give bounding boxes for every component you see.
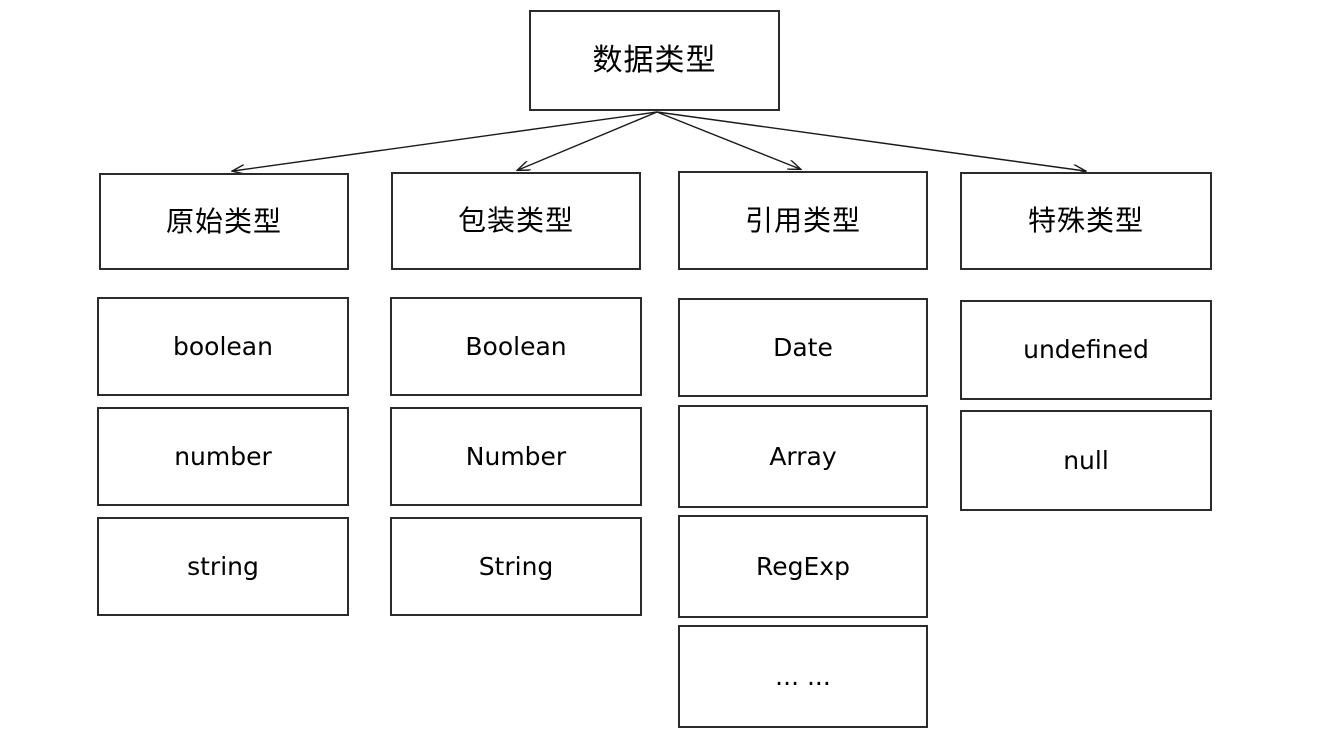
node-category-reference-label: 引用类型 — [744, 203, 861, 237]
node-category-wrapper[interactable]: 包装类型 — [391, 172, 641, 270]
node-leaf-ellipsis-label: ... ... — [775, 661, 831, 691]
node-leaf-date[interactable]: Date — [678, 298, 928, 397]
node-leaf-boolean-wrapper-label: Boolean — [465, 331, 567, 361]
node-leaf-array-label: Array — [769, 441, 837, 471]
node-root-data-types[interactable]: 数据类型 — [529, 10, 780, 111]
node-leaf-number-label: number — [174, 441, 272, 471]
node-leaf-boolean[interactable]: boolean — [97, 297, 349, 396]
edge-arrow — [518, 111, 658, 170]
node-leaf-undefined-label: undefined — [1023, 335, 1149, 364]
edge-arrow — [656, 111, 1085, 171]
node-category-special[interactable]: 特殊类型 — [960, 172, 1212, 270]
node-leaf-regexp[interactable]: RegExp — [678, 515, 928, 618]
node-leaf-string[interactable]: string — [97, 517, 349, 616]
node-leaf-undefined[interactable]: undefined — [960, 300, 1212, 400]
node-category-special-label: 特殊类型 — [1027, 204, 1144, 238]
edge-arrow — [656, 111, 800, 169]
node-leaf-number-wrapper-label: Number — [465, 441, 567, 471]
node-category-primitive[interactable]: 原始类型 — [99, 173, 349, 270]
node-leaf-date-label: Date — [773, 332, 833, 362]
edge-arrow — [233, 111, 658, 171]
node-category-primitive-label: 原始类型 — [165, 204, 282, 238]
node-leaf-boolean-wrapper[interactable]: Boolean — [390, 297, 642, 396]
node-leaf-boolean-label: boolean — [173, 331, 273, 361]
node-leaf-string-wrapper-label: String — [478, 551, 554, 581]
node-leaf-regexp-label: RegExp — [756, 551, 850, 581]
node-leaf-array[interactable]: Array — [678, 405, 928, 508]
node-leaf-ellipsis[interactable]: ... ... — [678, 625, 928, 728]
node-leaf-string-wrapper[interactable]: String — [390, 517, 642, 616]
node-leaf-number[interactable]: number — [97, 407, 349, 506]
node-category-wrapper-label: 包装类型 — [457, 204, 574, 238]
node-leaf-string-label: string — [187, 551, 259, 581]
node-leaf-null-label: null — [1063, 445, 1109, 475]
node-leaf-null[interactable]: null — [960, 410, 1212, 511]
node-leaf-number-wrapper[interactable]: Number — [390, 407, 642, 506]
node-category-reference[interactable]: 引用类型 — [678, 171, 928, 270]
node-root-label: 数据类型 — [592, 42, 717, 78]
